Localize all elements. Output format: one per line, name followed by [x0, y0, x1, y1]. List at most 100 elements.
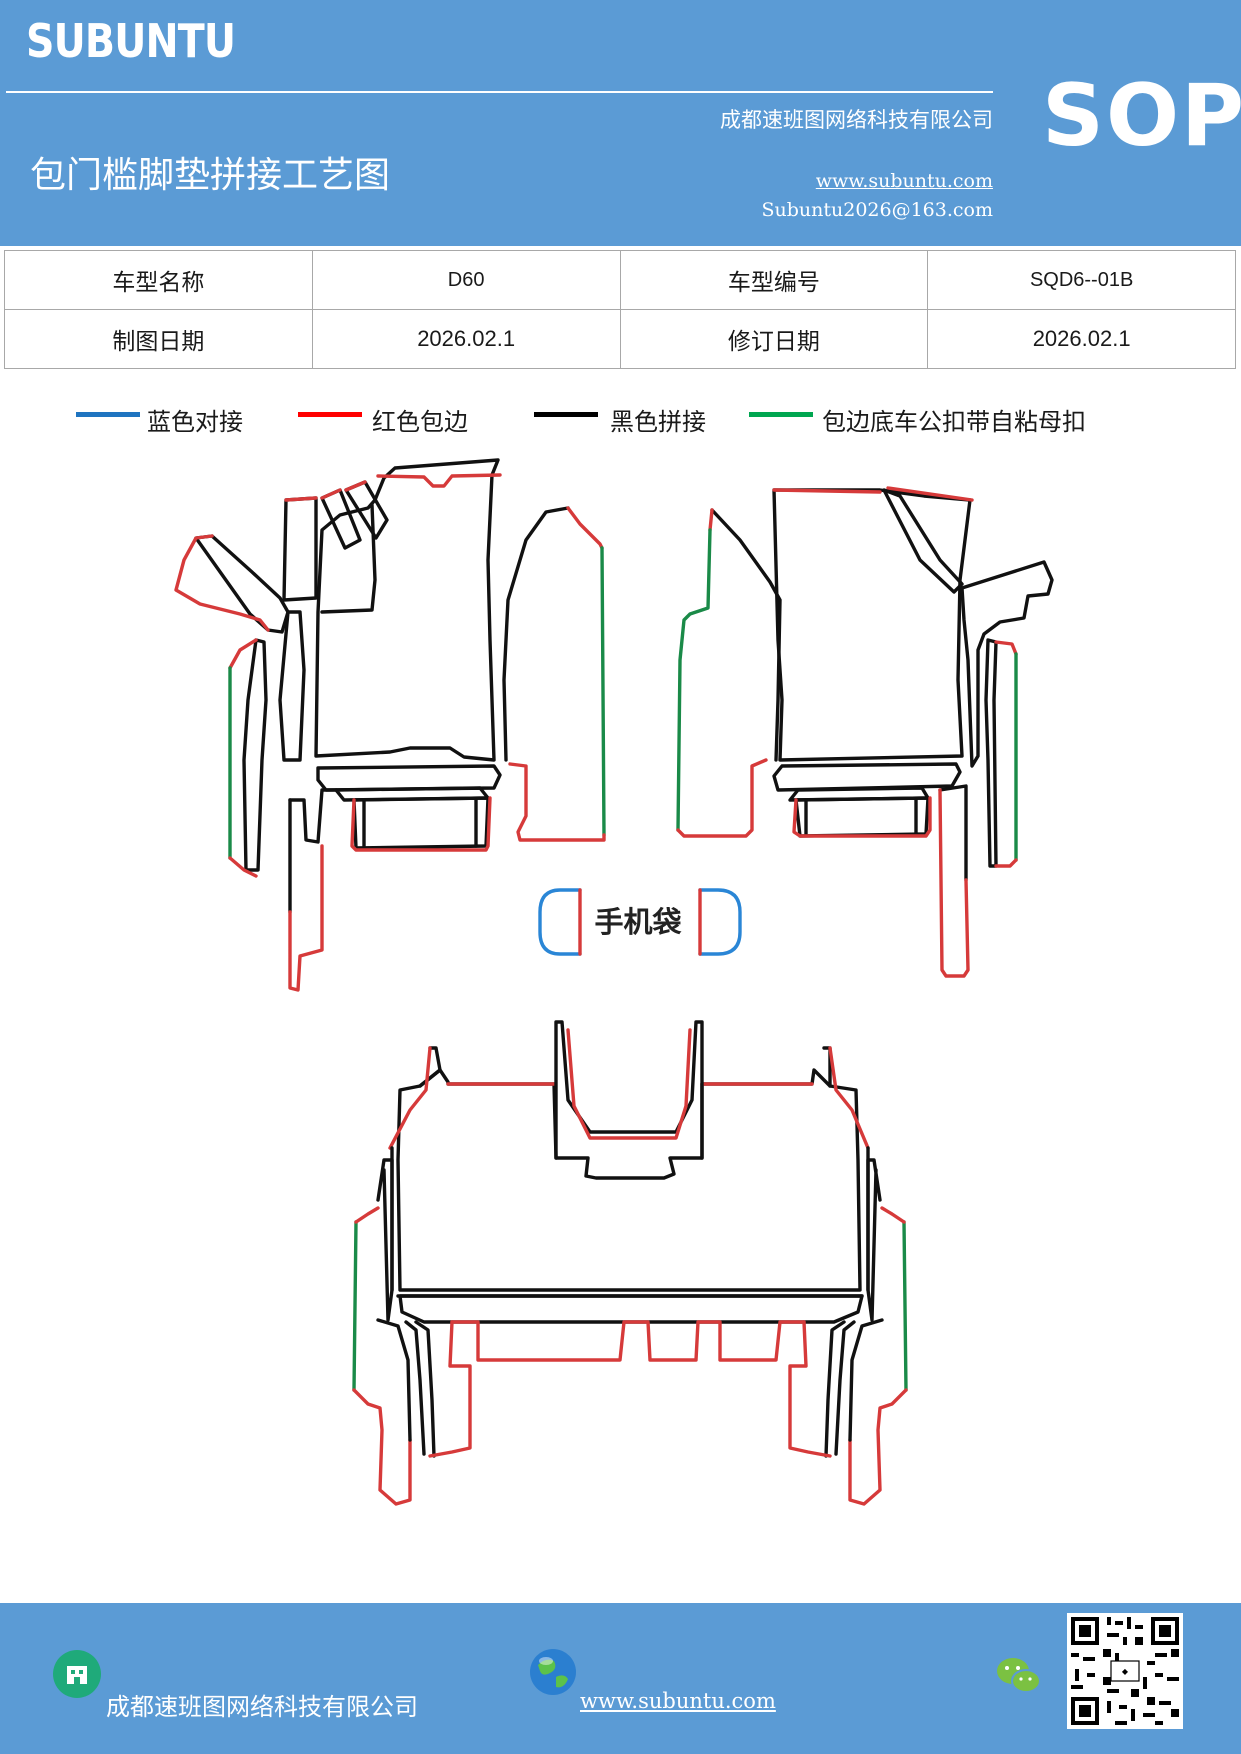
legend-label: 红色包边 — [372, 408, 468, 436]
company-name: 成都速班图网络科技有限公司 — [720, 108, 993, 132]
mat-outline — [418, 1046, 442, 1088]
mat-strip — [352, 796, 490, 850]
mat-outline — [314, 458, 500, 762]
mat-strip — [320, 488, 362, 550]
mat-strip — [282, 496, 318, 602]
legend-label: 蓝色对接 — [147, 408, 243, 436]
document-title: 包门槛脚垫拼接工艺图 — [30, 155, 391, 196]
mat-inner-edge — [554, 1020, 704, 1160]
mat-strip — [794, 796, 930, 838]
footer-website-link[interactable]: www.subuntu.com — [580, 1689, 776, 1713]
red-trim — [848, 1206, 908, 1506]
qr-code-pattern: ◆ — [1071, 1617, 1179, 1725]
footer-company-name: 成都速班图网络科技有限公司 — [106, 1693, 418, 1721]
legend-swatch — [298, 412, 362, 417]
mat-strip — [278, 610, 306, 762]
left-front-mat — [174, 458, 606, 992]
red-trim — [566, 506, 604, 550]
qr-code: ◆ — [1067, 1613, 1183, 1729]
red-trim — [288, 844, 324, 992]
legend-swatch — [76, 412, 140, 417]
table-row: 制图日期 2026.02.1 修订日期 2026.02.1 — [4, 309, 1236, 369]
red-trim — [450, 1320, 806, 1362]
red-trim — [428, 1320, 472, 1458]
mat-strip — [242, 638, 268, 872]
rear-mat — [352, 1020, 908, 1506]
red-trim — [676, 758, 768, 838]
phone-pocket-left — [538, 888, 582, 956]
label-cell: 车型名称 — [4, 250, 313, 310]
mat-outline — [960, 560, 1054, 768]
red-trim — [938, 788, 970, 978]
green-trim — [902, 1220, 908, 1392]
mat-strip — [938, 784, 968, 882]
brand-logo: SUBUNTU — [26, 14, 236, 68]
legend-swatch — [534, 412, 598, 417]
revision-date-value: 2026.02.1 — [927, 309, 1236, 369]
mat-inner-edge — [390, 1146, 870, 1298]
right-front-mat — [676, 486, 1054, 978]
phone-pocket: 手机袋 — [538, 888, 742, 956]
red-trim — [388, 1046, 432, 1150]
mat-strip — [376, 1318, 436, 1458]
red-trim — [350, 796, 492, 852]
red-trim — [508, 762, 606, 842]
globe-icon — [530, 1649, 576, 1695]
red-trim — [228, 856, 258, 878]
mat-inner-edge — [320, 503, 377, 614]
red-trim — [994, 640, 1018, 656]
company-icon — [53, 1650, 101, 1698]
model-code-value: SQD6--01B — [927, 250, 1236, 310]
red-trim — [792, 796, 932, 838]
legend-swatch — [749, 412, 813, 417]
mat-strip — [882, 488, 964, 594]
mat-strip — [288, 788, 338, 844]
green-trim — [352, 1220, 358, 1392]
wechat-icon — [997, 1658, 1041, 1693]
mat-strip — [316, 764, 502, 792]
red-trim — [352, 1206, 412, 1506]
color-legend: 蓝色对接 红色包边 黑色拼接 包边底车公扣带自粘母扣 — [0, 398, 1241, 442]
red-trim — [708, 508, 714, 532]
header-banner: SUBUNTU 成都速班图网络科技有限公司 包门槛脚垫拼接工艺图 www.sub… — [0, 0, 1241, 246]
red-trim — [566, 1028, 692, 1140]
label-cell: 车型编号 — [619, 250, 929, 310]
mat-strip — [824, 1318, 884, 1458]
phone-pocket-label: 手机袋 — [594, 905, 681, 939]
red-trim — [174, 534, 270, 632]
mat-outline — [502, 506, 570, 762]
red-trim — [828, 1046, 870, 1150]
label-cell: 修订日期 — [619, 309, 929, 369]
qr-logo-mark: ◆ — [1122, 1667, 1129, 1676]
phone-pocket-right — [698, 888, 742, 956]
green-trim — [676, 528, 712, 832]
mat-strip — [772, 762, 962, 792]
red-trim — [788, 1320, 832, 1458]
table-row: 车型名称 D60 车型编号 SQD6--01B — [4, 250, 1236, 310]
sop-badge: SOP — [1042, 66, 1241, 166]
legend-label: 包边底车公扣带自粘母扣 — [822, 408, 1086, 436]
header-divider — [6, 91, 993, 93]
mat-outline — [866, 1158, 882, 1322]
mat-strip — [398, 1294, 864, 1324]
footer-banner: 成都速班图网络科技有限公司 www.subuntu.com — [0, 1603, 1241, 1754]
mat-strip — [984, 638, 998, 868]
mat-outline — [396, 1068, 862, 1292]
website-link[interactable]: www.subuntu.com — [815, 170, 993, 192]
red-trim — [994, 858, 1018, 868]
mat-outline — [772, 488, 972, 762]
mat-inner-edge — [362, 798, 478, 848]
email-address: Subuntu2026@163.com — [761, 199, 993, 221]
green-trim — [600, 546, 606, 837]
mat-outline — [194, 534, 290, 634]
legend-label: 黑色拼接 — [610, 408, 706, 436]
mat-outline — [376, 1158, 394, 1322]
red-trim — [228, 638, 258, 670]
vehicle-info-table: 车型名称 D60 车型编号 SQD6--01B 制图日期 2026.02.1 修… — [4, 250, 1236, 369]
drawing-date-value: 2026.02.1 — [311, 309, 621, 369]
mat-inner-edge — [804, 798, 918, 836]
red-trim — [320, 480, 367, 500]
red-trim — [284, 496, 318, 502]
label-cell: 制图日期 — [4, 309, 313, 369]
